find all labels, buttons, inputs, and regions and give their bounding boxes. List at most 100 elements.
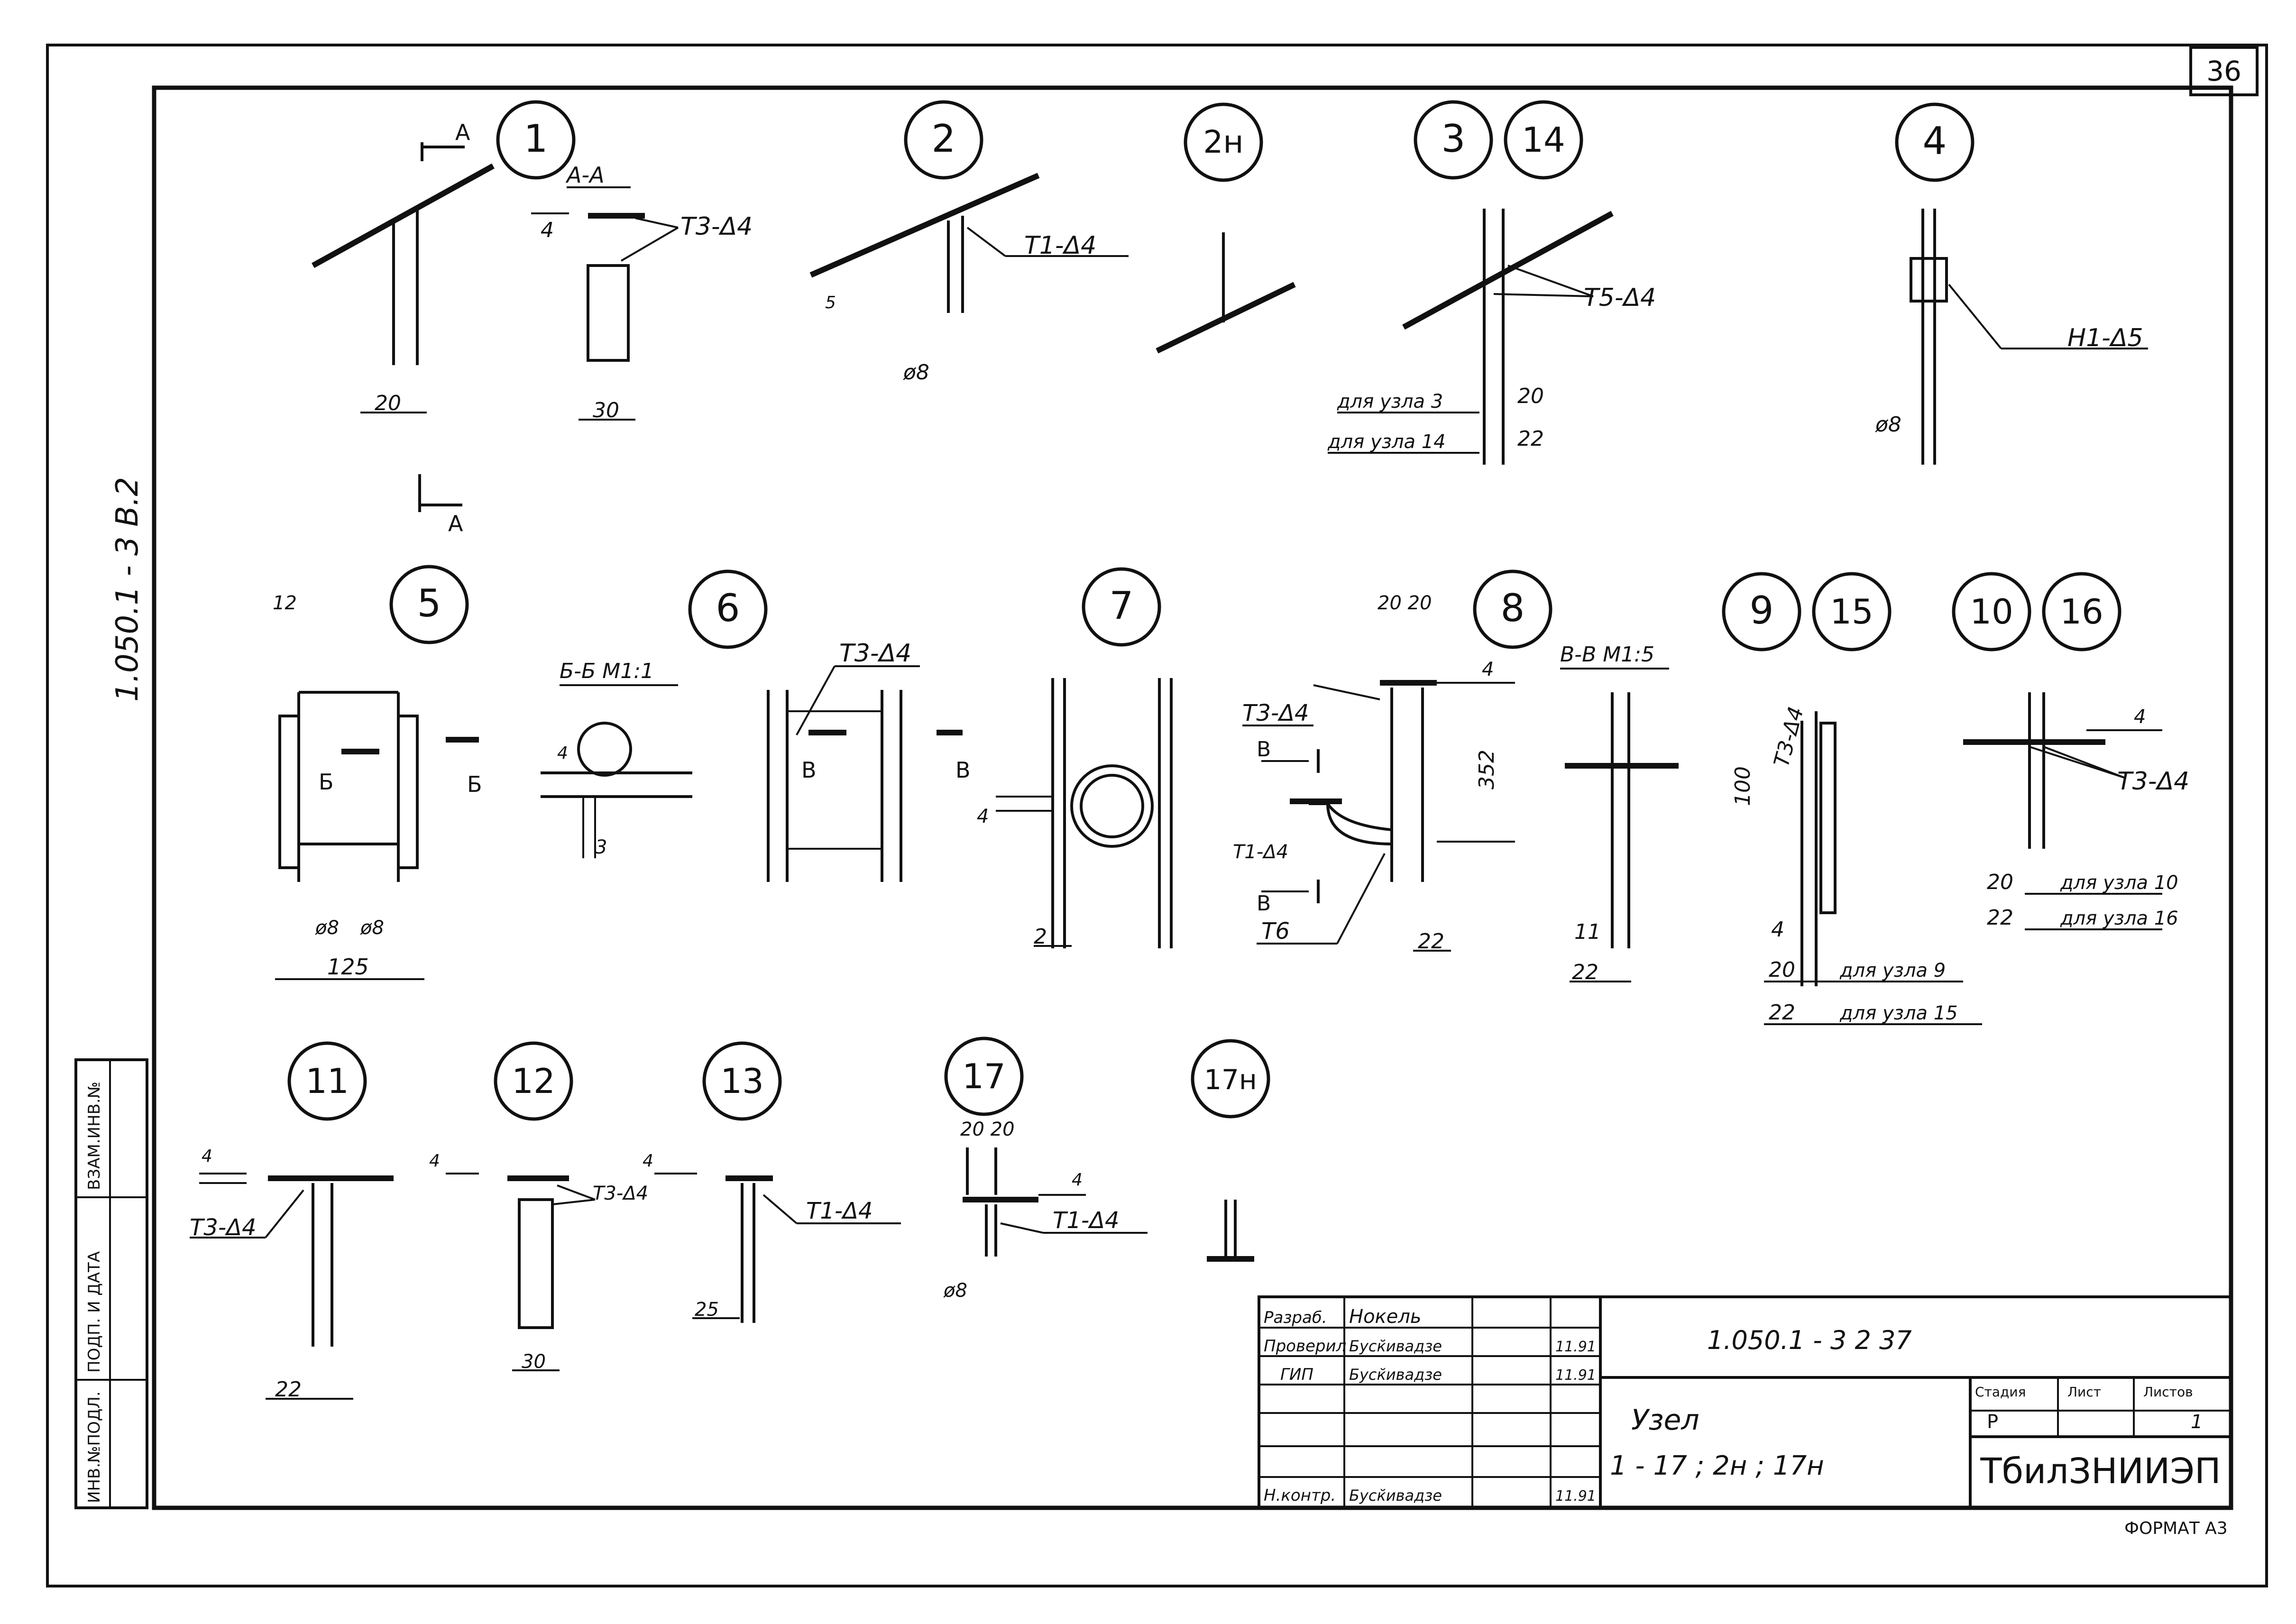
tb-listov-label: Листов: [2143, 1384, 2193, 1400]
tb-stadia: Р: [1987, 1411, 1998, 1433]
tb-title-line1: Узел: [1631, 1404, 1699, 1437]
node-13-dim-b: 25: [695, 1299, 719, 1321]
node-11-number: 11: [305, 1061, 349, 1101]
node-6: 6 Б-Б М1:1 3 4: [541, 569, 768, 858]
node-17-dim-top: 20 20: [960, 1119, 1015, 1140]
node-8-section-dim-b: 22: [1572, 960, 1598, 984]
outer-border: [46, 44, 2268, 1587]
tb-row-1-name: Буск̆ивадзе: [1349, 1337, 1442, 1355]
node-14-dim: 22: [1517, 427, 1544, 451]
node-1-dim-c: 4: [541, 218, 554, 242]
node-2-dia: ø8: [903, 360, 929, 385]
node-17n-number: 17н: [1204, 1064, 1257, 1096]
tb-row-2-role: ГИП: [1280, 1365, 1313, 1384]
node-9-note: для узла 9: [1839, 960, 1946, 982]
node-8-weld-b: Т1-Δ4: [1233, 841, 1288, 863]
node-8-section-dim-a: 11: [1574, 920, 1601, 944]
node-6-side: В В Т3-Δ4: [767, 639, 971, 882]
node-2: 2 Т1-Δ4 ø8 5: [809, 100, 1129, 385]
node-12-dim-b: 30: [522, 1351, 546, 1373]
node-12-dim-t: 4: [429, 1151, 440, 1171]
title-block: Разраб. Нокель Проверил Буск̆ивадзе 11.9…: [1258, 1295, 2232, 1509]
node-9-15-dim-t: 4: [1771, 918, 1784, 942]
node-8-dim-b: 22: [1418, 929, 1444, 954]
node-13-weld: Т1-Δ4: [806, 1198, 873, 1224]
node-7: 7 4 2: [977, 567, 1173, 949]
node-10-dim: 20: [1987, 870, 2013, 894]
node-1-number: 1: [524, 117, 548, 161]
node-8-dim-t: 4: [1482, 659, 1494, 680]
tb-row-1-role: Проверил: [1264, 1337, 1346, 1356]
node-7-dim-b: 2: [1034, 925, 1047, 949]
node-8: 8 20 20 4 352 Т3-Δ4 В Т1-Δ4 В Т6 22: [1233, 569, 1552, 954]
node-3-number: 3: [1442, 117, 1466, 161]
node-6-section-label: Б-Б М1:1: [560, 659, 654, 683]
node-10-16-weld: Т3-Δ4: [2117, 767, 2189, 796]
podp-data-label: ПОДП. И ДАТА: [85, 1251, 104, 1373]
node-8-weld-c: Т6: [1261, 918, 1290, 945]
node-9-dim: 20: [1769, 958, 1795, 982]
node-2-weld: Т1-Δ4: [1024, 231, 1096, 260]
node-1-dim-a: 20: [375, 391, 401, 415]
node-6-number: 6: [716, 586, 740, 630]
node-1-section-label: А-А: [565, 162, 605, 188]
vzam-inv-label: ВЗАМ.ИНВ.№: [85, 1082, 104, 1190]
tb-row-6-date: 11.91: [1555, 1488, 1596, 1505]
node-2-dim-s: 5: [825, 293, 836, 312]
node-7-dim-a: 4: [977, 806, 989, 827]
node-5-dim-top: 12: [273, 592, 297, 614]
node-17-dia: ø8: [943, 1280, 967, 1302]
node-8-section-label: В-В М1:5: [1560, 642, 1654, 667]
node-9-15-height: 100: [1731, 766, 1755, 806]
node-12-weld: Т3-Δ4: [593, 1183, 648, 1204]
tb-stadia-label: Стадия: [1975, 1384, 2026, 1400]
node-5-mark-right: Б: [467, 771, 482, 797]
tb-row-1-date: 11.91: [1555, 1339, 1596, 1355]
node-16-note: для узла 16: [2060, 908, 2178, 929]
node-17n: 17н: [1191, 1039, 1270, 1262]
node-17: 17 20 20 4 Т1-Δ4 ø8: [943, 1037, 1148, 1302]
node-10-note: для узла 10: [2060, 872, 2178, 894]
node-1-weld: Т3-Δ4: [680, 212, 753, 241]
node-3-dim: 20: [1517, 384, 1544, 408]
node-3-14-weld: Т5-Δ4: [1584, 284, 1656, 312]
page-number: 36: [2206, 55, 2241, 87]
node-11: 11 4 Т3-Δ4 22: [190, 1041, 394, 1402]
node-8-number: 8: [1501, 586, 1525, 630]
inner-frame: [152, 85, 2233, 1510]
sheet-format: ФОРМАТ А3: [2124, 1519, 2228, 1538]
node-8-weld-a: Т3-Δ4: [1242, 700, 1309, 726]
tb-org: ТбилЗНИИЭП: [1980, 1451, 2221, 1492]
node-13-number: 13: [720, 1061, 764, 1101]
node-12-number: 12: [512, 1061, 555, 1101]
node-15-number: 15: [1830, 592, 1874, 632]
node-14-number: 14: [1522, 120, 1565, 160]
node-3-note: для узла 3: [1337, 391, 1443, 413]
node-6-dim-a: 3: [595, 836, 607, 858]
node-8-dim-top: 20 20: [1378, 592, 1432, 614]
tb-listov: 1: [2191, 1411, 2203, 1433]
node-6-side-weld: Т3-Δ4: [839, 639, 911, 668]
node-15-note: для узла 15: [1839, 1002, 1958, 1024]
node-4-dia: ø8: [1875, 413, 1901, 437]
node-5: 5 Б Б 12 ø8 ø8 125: [273, 565, 482, 980]
left-stamp-strip: ВЗАМ.ИНВ.№ ПОДП. И ДАТА ИНВ.№ПОДЛ.: [74, 1058, 148, 1509]
node-14-note: для узла 14: [1327, 431, 1446, 453]
tb-row-2-name: Буск̆ивадзе: [1349, 1366, 1442, 1384]
node-2n-number: 2н: [1203, 124, 1243, 160]
node-17-number: 17: [962, 1056, 1006, 1096]
tb-title-line2: 1 - 17 ; 2н ; 17н: [1610, 1450, 1824, 1481]
node-9-number: 9: [1750, 588, 1774, 633]
node-16-number: 16: [2060, 592, 2103, 632]
node-9-15: 9 15 Т3-Δ4 100 4 20 для узла 9 22 для уз…: [1722, 572, 1982, 1025]
node-1-sec-mark-top: А: [455, 119, 470, 145]
node-8-mark-bottom: В: [1257, 891, 1271, 916]
node-10-16: 10 16 Т3-Δ4 4 20 для узла 10 22 для узла…: [1952, 572, 2189, 930]
node-11-dim-b: 22: [275, 1377, 302, 1402]
node-17-weld: Т1-Δ4: [1053, 1207, 1120, 1234]
node-10-16-dim-t: 4: [2134, 706, 2146, 728]
node-8-height: 352: [1475, 750, 1499, 789]
node-11-weld: Т3-Δ4: [190, 1214, 257, 1241]
node-5-dia-a: ø8: [315, 917, 339, 939]
node-11-dim-t: 4: [202, 1147, 212, 1166]
